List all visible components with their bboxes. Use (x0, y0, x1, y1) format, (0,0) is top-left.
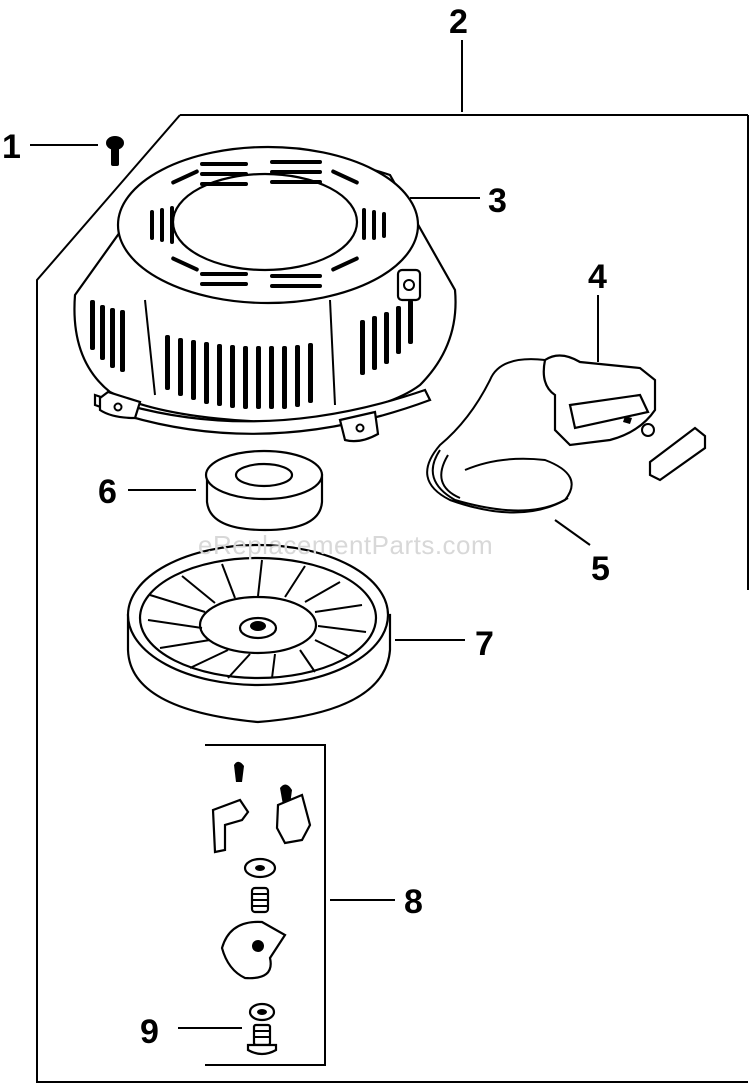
pulley-part (126, 543, 465, 724)
handle-part (542, 295, 707, 482)
bolt-part (30, 136, 124, 166)
callout-5: 5 (591, 550, 610, 588)
starter-housing-part (73, 145, 480, 443)
pawl-kit-part (211, 761, 312, 1022)
assembly-boundary (36, 40, 749, 1083)
subassembly-bracket (205, 744, 395, 1066)
callout-2: 2 (449, 3, 468, 41)
washer-part (128, 449, 324, 532)
watermark-text: eReplacementParts.com (198, 530, 493, 560)
callout-3: 3 (488, 182, 507, 220)
callout-8: 8 (404, 883, 423, 921)
callout-7: 7 (475, 625, 494, 663)
callout-1: 1 (2, 128, 21, 166)
callout-9: 9 (140, 1013, 159, 1051)
starter-rope-part (426, 358, 591, 546)
callout-6: 6 (98, 473, 117, 511)
screw-part (178, 1023, 278, 1056)
callout-4: 4 (588, 258, 607, 296)
